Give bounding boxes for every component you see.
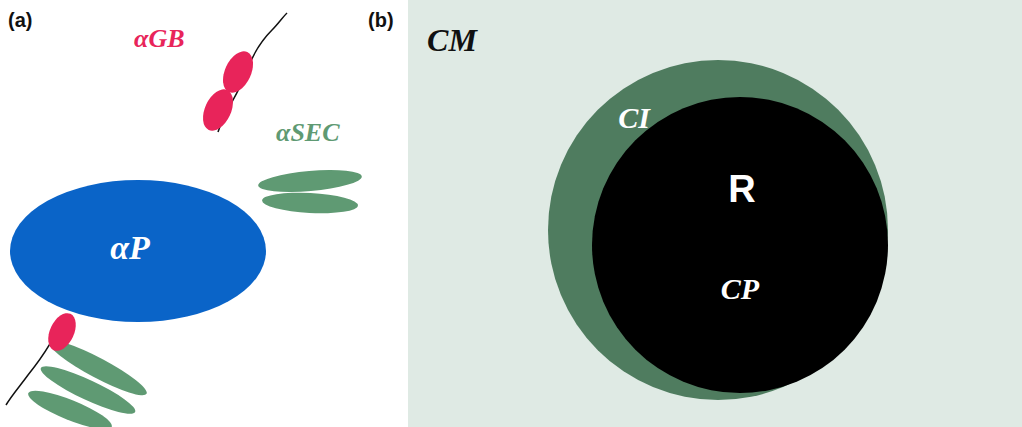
- particle-core-outline: [592, 97, 888, 393]
- symbol-label: αP: [110, 231, 150, 265]
- precipitate-ellipse-shape: [10, 180, 266, 322]
- gb-ellipse: [197, 85, 239, 136]
- sec-ellipse: [25, 384, 116, 427]
- sec-label: αSEC: [276, 120, 340, 146]
- interface-ring: CI R CP: [548, 60, 888, 400]
- precipitate-ellipse: αP: [10, 180, 266, 322]
- region-letter: R: [728, 170, 755, 208]
- gb-ellipse: [43, 309, 82, 355]
- sec-ellipse: [257, 167, 362, 196]
- symbol-label: CM: [427, 24, 477, 56]
- gb-label: αGB: [134, 26, 185, 52]
- matrix-region-shape: [408, 0, 1022, 427]
- panel-label: (b): [368, 10, 394, 30]
- symbol-label: CP: [721, 274, 759, 304]
- particle-core: R CP: [592, 97, 888, 393]
- matrix-region: CM CI R CP: [408, 0, 1022, 427]
- particle-core-shape: [592, 97, 888, 393]
- symbol-label: CI: [618, 103, 650, 133]
- interface-ring-shape: [548, 60, 888, 400]
- sec-ellipse: [262, 191, 359, 216]
- panel-label: (a): [8, 10, 32, 30]
